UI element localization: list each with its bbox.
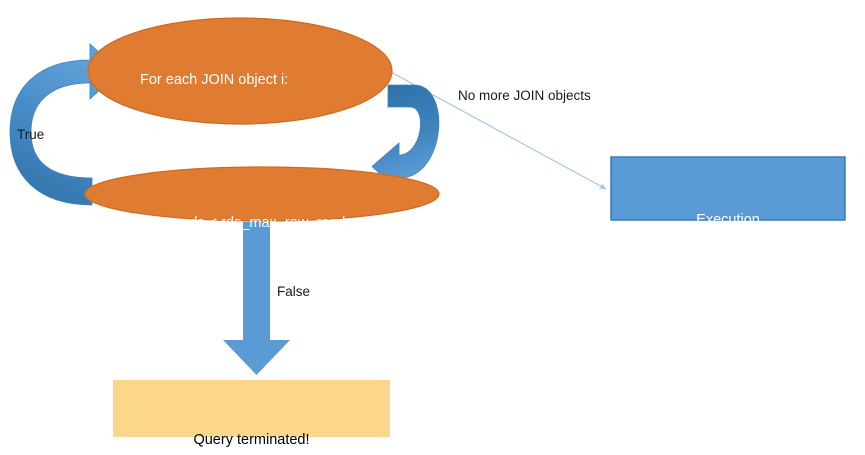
edge-terminate-arrow — [223, 222, 290, 375]
condition-node[interactable] — [84, 166, 440, 222]
terminated-node[interactable] — [113, 380, 390, 437]
loop-node[interactable] — [87, 17, 393, 125]
execution-node[interactable] — [610, 156, 846, 221]
